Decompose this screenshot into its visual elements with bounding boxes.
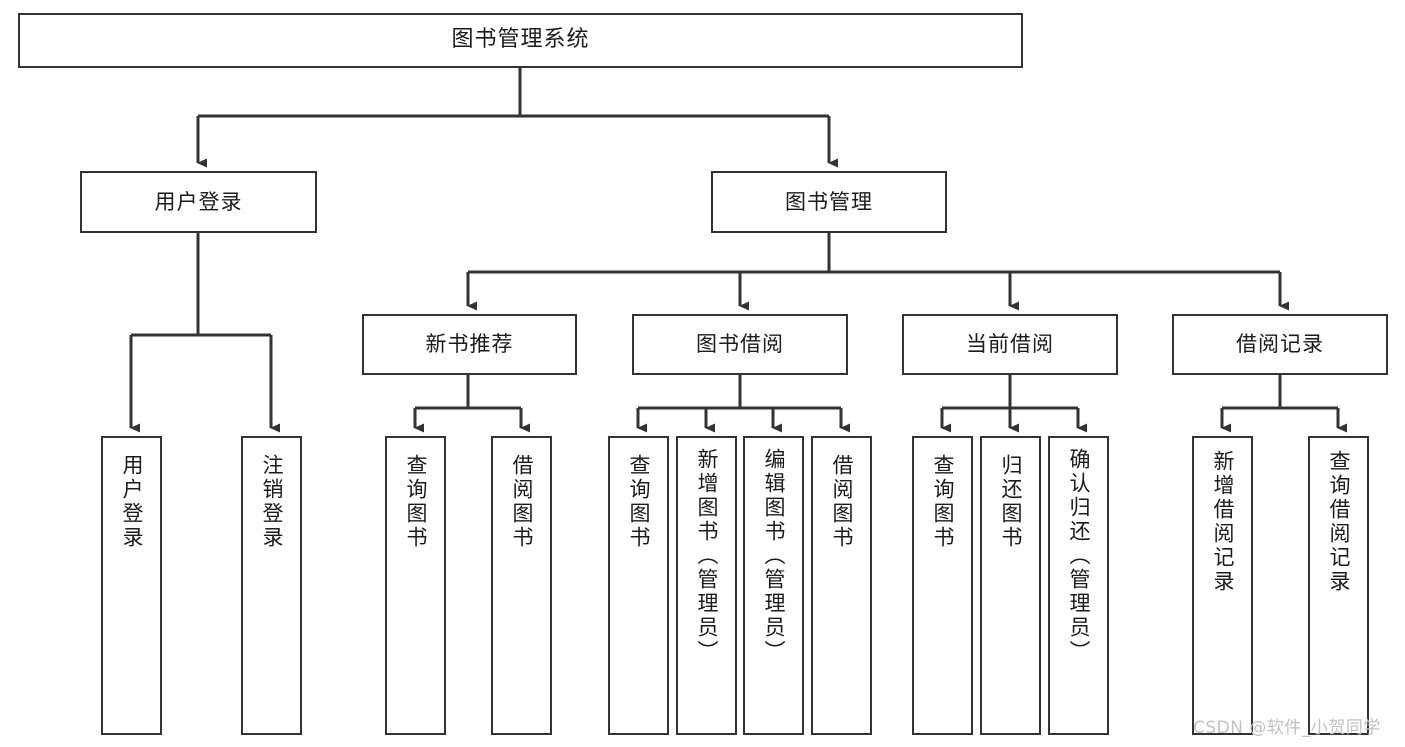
leaf-edit-book[interactable]: 编辑图书（管理员） <box>743 436 804 735</box>
leaf-add-book-label: 新增图书（管理员） <box>695 448 719 664</box>
node-user-login[interactable]: 用户登录 <box>80 171 317 233</box>
leaf-user-login-label: 用户登录 <box>120 454 144 550</box>
node-book-borrow-label: 图书借阅 <box>696 332 784 357</box>
node-book-manage-label: 图书管理 <box>785 189 873 214</box>
leaf-logout[interactable]: 注销登录 <box>241 436 302 735</box>
leaf-query-book-3-label: 查询图书 <box>931 454 955 550</box>
node-root[interactable]: 图书管理系统 <box>18 13 1023 68</box>
leaf-query-book-1-label: 查询图书 <box>404 454 428 550</box>
leaf-query-book-3[interactable]: 查询图书 <box>912 436 973 735</box>
leaf-add-record-label: 新增借阅记录 <box>1211 450 1235 594</box>
leaf-confirm-return-label: 确认归还（管理员） <box>1067 448 1091 664</box>
leaf-edit-book-label: 编辑图书（管理员） <box>762 448 786 664</box>
leaf-logout-label: 注销登录 <box>260 454 284 550</box>
node-current-borrow[interactable]: 当前借阅 <box>902 314 1118 375</box>
leaf-query-book-2-label: 查询图书 <box>627 454 651 550</box>
leaf-borrow-book-2-label: 借阅图书 <box>830 454 854 550</box>
node-root-label: 图书管理系统 <box>451 27 590 53</box>
leaf-query-record-label: 查询借阅记录 <box>1327 450 1351 594</box>
leaf-user-login[interactable]: 用户登录 <box>101 436 162 735</box>
node-borrow-record[interactable]: 借阅记录 <box>1172 314 1388 375</box>
leaf-query-book-1[interactable]: 查询图书 <box>385 436 446 735</box>
csdn-watermark: CSDN @软件_小贺同学 <box>1193 718 1381 738</box>
node-new-book-recommend[interactable]: 新书推荐 <box>362 314 577 375</box>
leaf-add-record[interactable]: 新增借阅记录 <box>1192 436 1253 735</box>
node-borrow-record-label: 借阅记录 <box>1236 332 1324 357</box>
leaf-query-book-2[interactable]: 查询图书 <box>608 436 669 735</box>
node-book-manage[interactable]: 图书管理 <box>711 171 947 233</box>
leaf-add-book[interactable]: 新增图书（管理员） <box>676 436 737 735</box>
leaf-borrow-book-1[interactable]: 借阅图书 <box>491 436 552 735</box>
leaf-query-record[interactable]: 查询借阅记录 <box>1308 436 1369 735</box>
leaf-borrow-book-2[interactable]: 借阅图书 <box>811 436 872 735</box>
node-new-book-recommend-label: 新书推荐 <box>425 332 514 357</box>
node-current-borrow-label: 当前借阅 <box>966 332 1054 357</box>
leaf-return-book-label: 归还图书 <box>999 454 1023 550</box>
node-user-login-label: 用户登录 <box>154 189 243 214</box>
node-book-borrow[interactable]: 图书借阅 <box>632 314 848 375</box>
leaf-borrow-book-1-label: 借阅图书 <box>510 454 534 550</box>
leaf-return-book[interactable]: 归还图书 <box>980 436 1041 735</box>
leaf-confirm-return[interactable]: 确认归还（管理员） <box>1048 436 1109 735</box>
